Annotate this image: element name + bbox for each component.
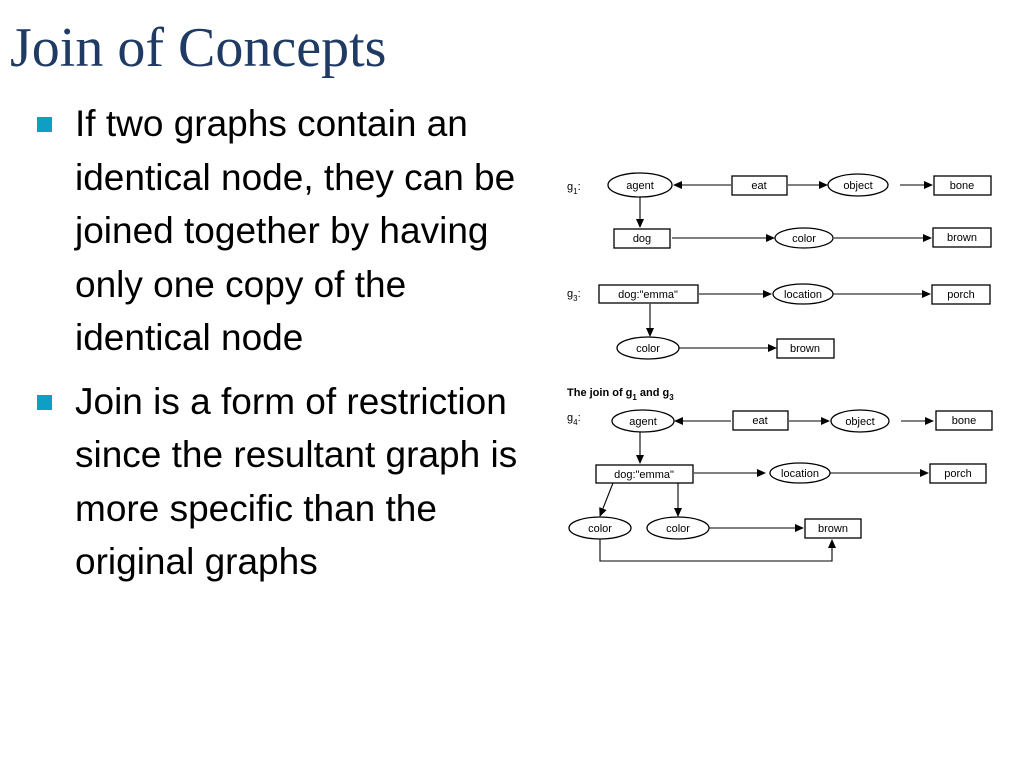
svg-text:porch: porch [947, 289, 975, 301]
concept-node-object: object [827, 173, 889, 197]
relation-node-eat: eat [732, 410, 789, 431]
svg-text:object: object [843, 180, 872, 192]
relation-node-color: color [616, 336, 680, 360]
concept-node-porch: porch [929, 463, 987, 484]
concept-node-dog-emma: dog:"emma" [595, 464, 694, 484]
svg-text:dog:"emma": dog:"emma" [614, 469, 674, 481]
bullet-list: If two graphs contain an identical node,… [34, 97, 534, 599]
edge [599, 539, 836, 562]
svg-text:eat: eat [751, 180, 766, 192]
relation-node-color-2: color [646, 516, 710, 540]
svg-text:bone: bone [950, 180, 974, 192]
concept-node-porch: porch [931, 284, 991, 305]
svg-text:color: color [792, 233, 816, 245]
join-caption: The join of g1 and g3 [567, 387, 674, 402]
concept-node-dog: dog [613, 228, 671, 249]
svg-text:dog: dog [633, 233, 651, 245]
square-bullet-icon [37, 394, 52, 410]
svg-text:location: location [781, 468, 819, 480]
graph-label-g3: g3: [567, 288, 581, 303]
concept-node-bone: bone [933, 175, 992, 196]
svg-text:object: object [845, 416, 874, 428]
concept-node-object: object [830, 409, 890, 433]
concept-node-brown: brown [932, 227, 992, 248]
svg-text:color: color [666, 523, 690, 535]
svg-text:brown: brown [818, 523, 848, 535]
graph-label-g1: g1: [567, 181, 581, 196]
concept-node-bone: bone [935, 410, 993, 431]
svg-text:dog:"emma": dog:"emma" [618, 289, 678, 301]
square-bullet-icon [37, 117, 52, 132]
edge [599, 482, 614, 517]
bullet-item: Join is a form of restriction since the … [34, 375, 534, 589]
bullet-item: If two graphs contain an identical node,… [34, 97, 534, 365]
svg-text:eat: eat [752, 415, 767, 427]
svg-text:color: color [588, 523, 612, 535]
graph-g4: g4: agent eat object bone dog:"emma" [567, 409, 993, 562]
relation-node-color-1: color [568, 516, 632, 540]
graph-g1: g1: agent eat object bone dog color [567, 172, 992, 249]
svg-text:porch: porch [944, 468, 972, 480]
concept-node-brown: brown [804, 518, 862, 539]
slide-title: Join of Concepts [10, 17, 387, 79]
relation-node-location: location [772, 283, 834, 305]
svg-text:agent: agent [629, 416, 657, 428]
concept-node-dog-emma: dog:"emma" [598, 284, 699, 304]
svg-text:agent: agent [626, 180, 654, 192]
concept-node-agent: agent [607, 172, 673, 198]
graph-g3: g3: dog:"emma" location porch color brow… [567, 283, 991, 360]
conceptual-graph-diagram: g1: agent eat object bone dog color [567, 172, 993, 562]
svg-text:color: color [636, 343, 660, 355]
concept-node-brown: brown [776, 338, 835, 359]
graph-label-g4: g4: [567, 412, 581, 427]
svg-text:bone: bone [952, 415, 976, 427]
svg-text:brown: brown [790, 343, 820, 355]
relation-node-location: location [769, 462, 831, 484]
svg-text:location: location [784, 289, 822, 301]
bullet-text: Join is a form of restriction since the … [75, 380, 518, 583]
bullet-text: If two graphs contain an identical node,… [75, 103, 516, 358]
concept-node-agent: agent [611, 409, 675, 433]
relation-node-color: color [774, 227, 834, 249]
relation-node-eat: eat [731, 175, 788, 196]
svg-text:brown: brown [947, 232, 977, 244]
